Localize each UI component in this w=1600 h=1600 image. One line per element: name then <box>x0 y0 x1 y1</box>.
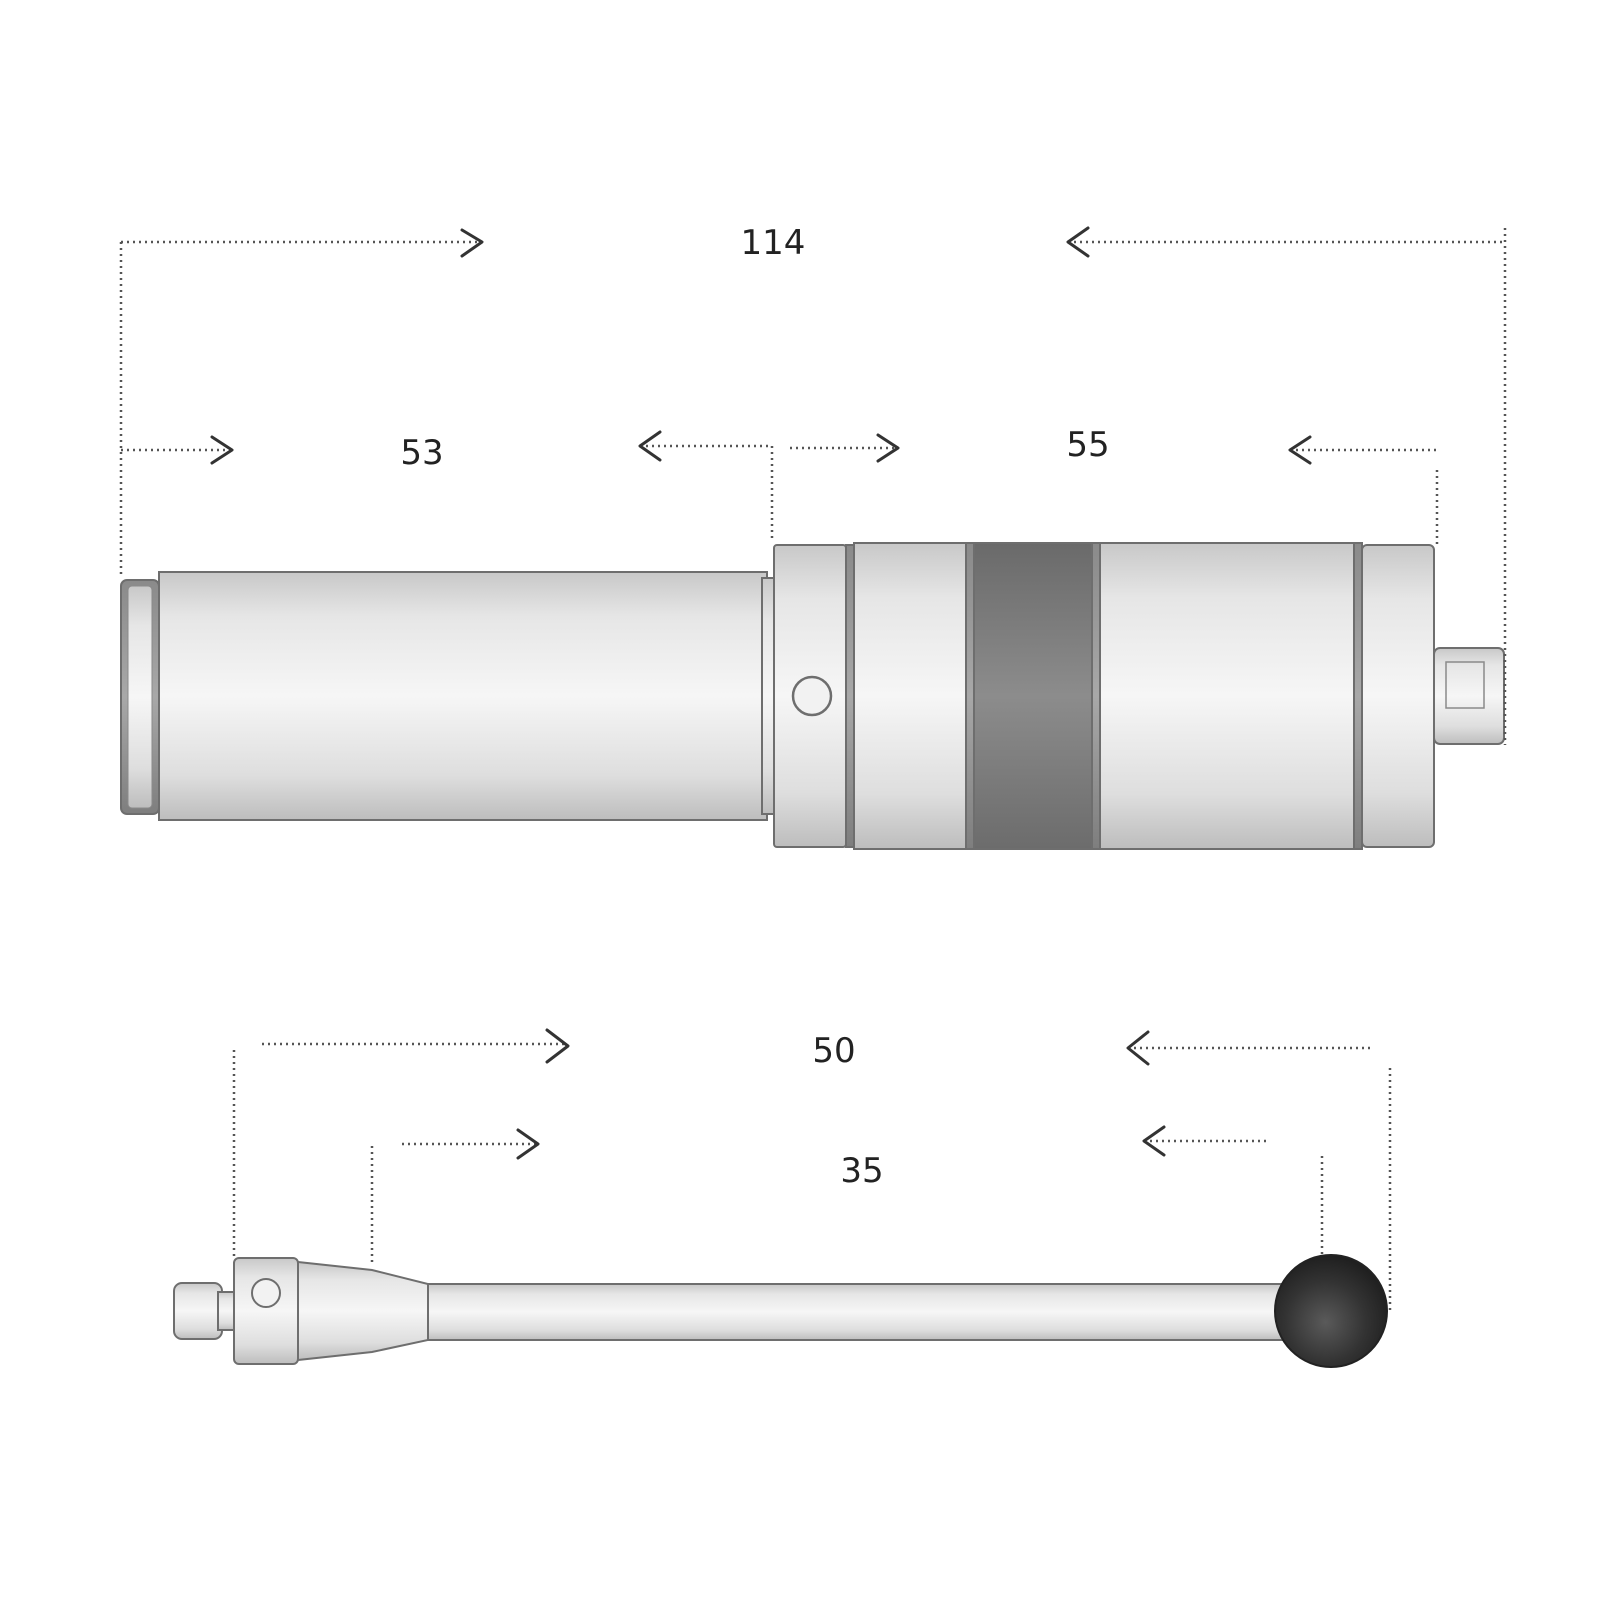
arrow-right-icon <box>876 433 900 463</box>
dimension-label-114: 114 <box>741 223 806 263</box>
dimension-50: 50 <box>232 1028 1392 1310</box>
probe-step <box>761 577 775 815</box>
arrow-left-icon <box>1126 1030 1150 1066</box>
arrow-left-icon <box>638 430 662 462</box>
probe-pin-notch <box>1445 661 1485 709</box>
probe-head-end <box>1361 544 1435 848</box>
arrow-right-icon <box>460 228 484 258</box>
arrow-right-icon <box>210 435 234 465</box>
probe-end-ring-inner <box>127 585 153 809</box>
probe-head-section-2 <box>1099 542 1355 850</box>
dimension-label-53: 53 <box>400 433 443 473</box>
probe-head-groove-1 <box>845 544 855 848</box>
stylus-ball-tip <box>1274 1254 1388 1368</box>
probe-main-cylinder <box>158 571 768 821</box>
arrow-right-icon <box>545 1028 570 1064</box>
stylus-collar <box>233 1257 299 1365</box>
probe-dark-band <box>973 542 1093 850</box>
dimension-55: 55 <box>790 425 1439 545</box>
dimension-53: 53 <box>121 430 774 540</box>
dimension-35: 35 <box>370 1125 1324 1262</box>
arrow-left-icon <box>1142 1125 1166 1157</box>
arrow-left-icon <box>1066 226 1090 258</box>
probe-head-groove-3 <box>1091 542 1101 850</box>
stylus <box>173 1254 1388 1368</box>
probe-head-groove-2 <box>965 542 975 850</box>
arrow-left-icon <box>1288 435 1312 465</box>
probe-body <box>120 542 1505 850</box>
stylus-thread-pin <box>173 1282 223 1340</box>
arrow-right-icon <box>516 1128 540 1160</box>
dimension-label-50: 50 <box>812 1031 855 1071</box>
dimension-label-55: 55 <box>1066 425 1109 465</box>
dimension-114: 114 <box>119 223 1507 745</box>
dimension-label-35: 35 <box>840 1151 883 1191</box>
probe-head-groove-4 <box>1353 542 1363 850</box>
stylus-taper <box>297 1260 429 1362</box>
probe-screw-hole <box>791 675 833 717</box>
stylus-shaft <box>427 1283 1297 1341</box>
stylus-collar-hole <box>251 1278 281 1308</box>
probe-head-section-1 <box>853 542 967 850</box>
